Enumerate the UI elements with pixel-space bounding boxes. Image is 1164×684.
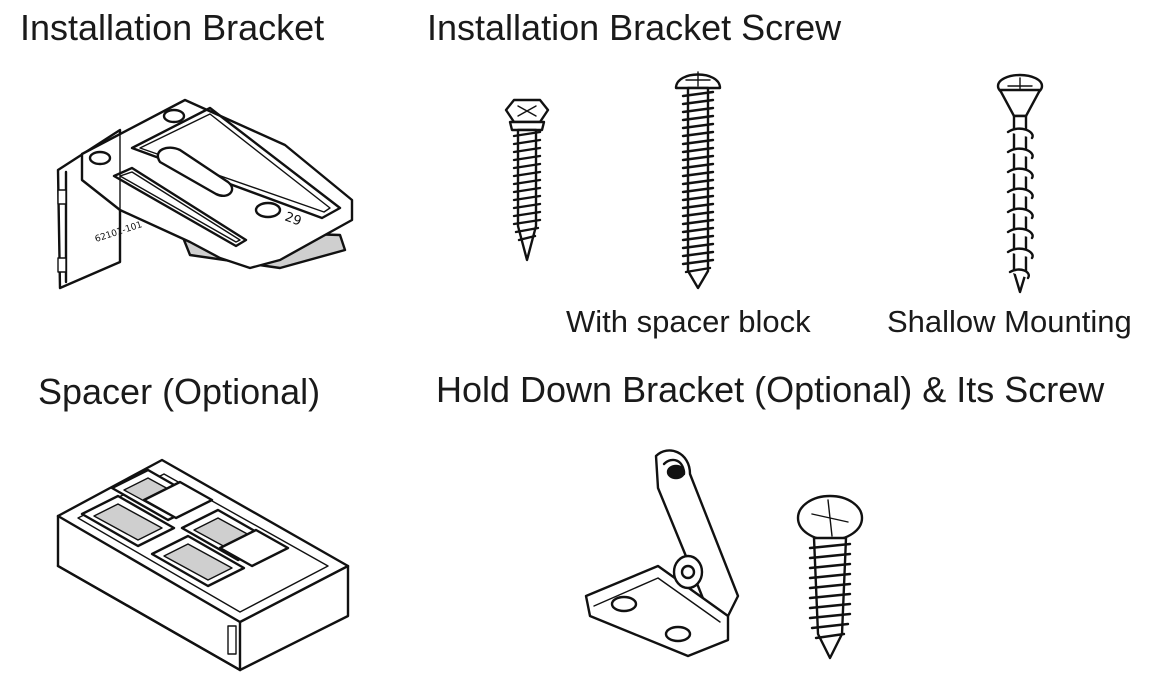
installation-bracket-illustration: 29 62101-101 xyxy=(56,98,354,290)
installation-bracket-title: Installation Bracket xyxy=(20,7,325,48)
hold-down-bracket-title: Hold Down Bracket (Optional) & Its Screw xyxy=(436,369,1105,410)
hex-screw-threads xyxy=(512,130,542,242)
installation-bracket-screw-title: Installation Bracket Screw xyxy=(427,7,842,48)
hold-down-screw-illustration xyxy=(796,494,864,660)
shallow-screw-threads xyxy=(1006,127,1034,280)
spacer-title: Spacer (Optional) xyxy=(38,371,321,412)
with-spacer-block-label: With spacer block xyxy=(566,304,811,339)
shallow-mounting-screw-illustration xyxy=(996,73,1044,294)
bracket-mark-text: 29 xyxy=(283,210,304,230)
hex-head-screw-illustration xyxy=(504,98,550,262)
hold-down-screw-threads xyxy=(808,542,852,640)
long-screw-illustration xyxy=(674,71,722,290)
spacer-pockets xyxy=(80,468,290,588)
shallow-mounting-label: Shallow Mounting xyxy=(887,304,1132,339)
spacer-illustration xyxy=(56,458,350,672)
long-screw-threads xyxy=(681,90,715,274)
hold-down-bracket-illustration xyxy=(584,449,740,658)
